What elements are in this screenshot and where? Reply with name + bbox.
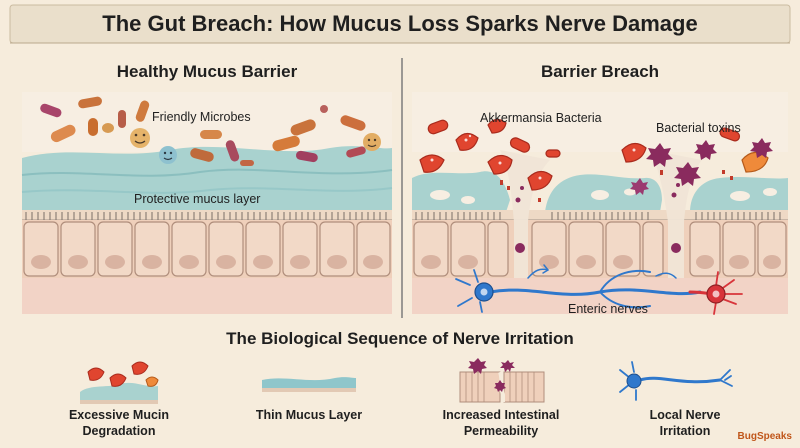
step-label-line2: Permeability xyxy=(463,424,539,438)
step-mucin-degradation: Excessive Mucin Degradation xyxy=(44,407,194,439)
healthy-panel xyxy=(21,92,393,314)
akkermansia-bacteria xyxy=(419,118,769,191)
step-label-line1: Excessive Mucin xyxy=(68,408,170,422)
friendly-microbes xyxy=(40,96,381,166)
lamina-healthy xyxy=(22,278,392,314)
step-icon-thin-mucus xyxy=(262,377,356,392)
akkermansia-label: Akkermansia Bacteria xyxy=(480,111,602,125)
step-label-line2: Irritation xyxy=(659,424,711,438)
step-label-line1: Local Nerve xyxy=(649,408,721,422)
protective-mucus-label: Protective mucus layer xyxy=(134,192,261,206)
step-icon-permeability xyxy=(459,358,545,403)
step-label-line1: Increased Intestinal xyxy=(442,408,560,422)
page-title: The Gut Breach: How Mucus Loss Sparks Ne… xyxy=(102,11,698,36)
step-label-line2: Degradation xyxy=(82,424,156,438)
step-label-line1: Thin Mucus Layer xyxy=(255,408,363,422)
step-icon-mucin-degradation xyxy=(80,361,159,404)
bacterial-toxins xyxy=(630,138,773,195)
breach-panel xyxy=(412,92,788,315)
step-icon-nerve-irritation xyxy=(619,361,733,401)
sequence-title: The Biological Sequence of Nerve Irritat… xyxy=(226,329,574,348)
healthy-panel-title: Healthy Mucus Barrier xyxy=(116,62,298,81)
friendly-microbes-label: Friendly Microbes xyxy=(152,110,251,124)
bacterial-toxins-label: Bacterial toxins xyxy=(656,121,741,135)
mucus-layer-healthy xyxy=(22,146,392,212)
enteric-nerves-label: Enteric nerves xyxy=(568,302,648,316)
step-thin-mucus: Thin Mucus Layer xyxy=(234,407,384,423)
breach-panel-title: Barrier Breach xyxy=(540,62,660,81)
step-permeability: Increased Intestinal Permeability xyxy=(426,407,576,439)
brand-logo: BugSpeaks xyxy=(737,431,792,442)
step-nerve-irritation: Local Nerve Irritation xyxy=(610,407,760,439)
